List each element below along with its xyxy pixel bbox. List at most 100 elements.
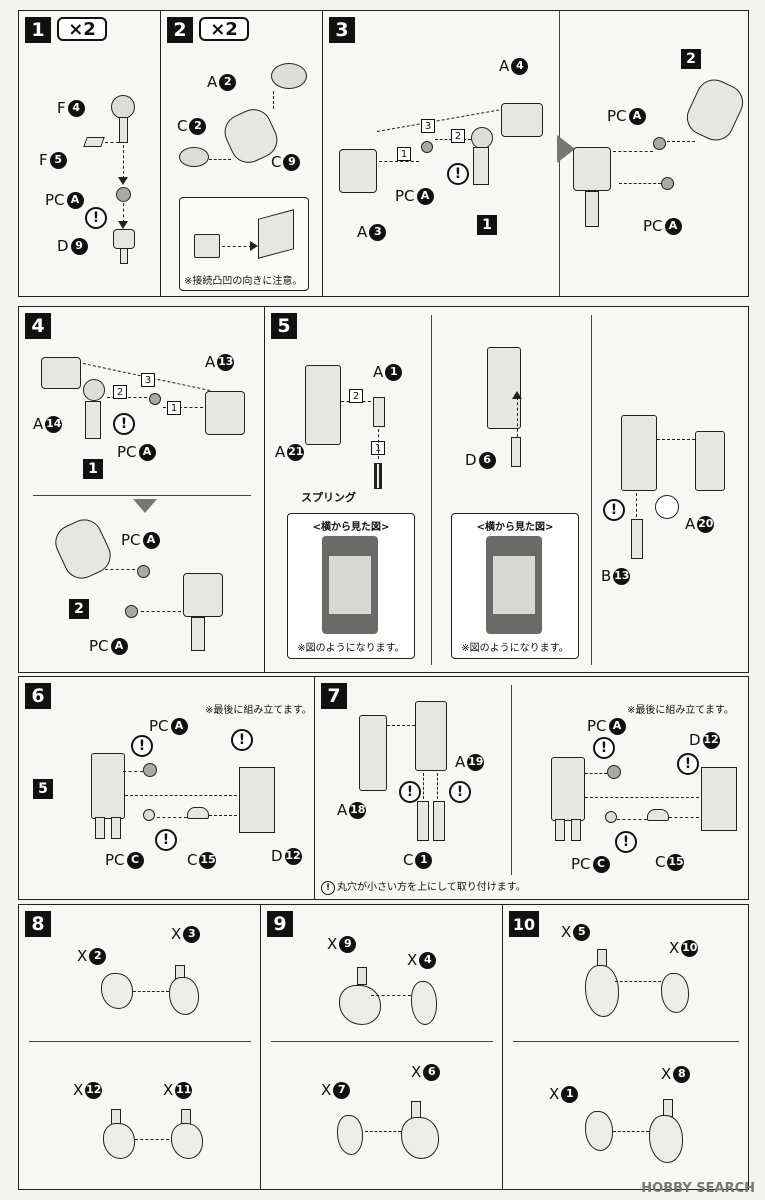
cylinder-part [680, 73, 750, 147]
order-number: 2 [451, 129, 465, 143]
detail-box: ※接続凸凹の向きに注意。 [179, 197, 309, 291]
step-number: 4 [25, 313, 51, 339]
side-view-caption: ※図のようになります。 [461, 643, 569, 654]
joint-part [473, 147, 489, 185]
step-number: 2 [167, 17, 193, 43]
spring-part [374, 463, 382, 489]
hand-part [585, 965, 619, 1017]
housing-part [487, 347, 521, 429]
step-number: 5 [271, 313, 297, 339]
cover-part [695, 431, 725, 491]
reference-step: 1 [83, 459, 103, 479]
housing-part [551, 757, 585, 821]
cap-ring-part [271, 63, 307, 89]
side-view-title: <横から見た図> [476, 522, 554, 533]
small-tab-part [83, 137, 105, 147]
joint-part [585, 191, 599, 227]
note-text: ※最後に組み立てます。 [205, 705, 312, 716]
housing-part [359, 715, 387, 791]
peg-part [555, 819, 565, 841]
pc-part [605, 811, 617, 823]
housing-part [91, 753, 125, 819]
order-number: 2 [349, 389, 363, 403]
motor-block-part [339, 149, 377, 193]
flow-arrow [557, 135, 575, 163]
pin-part [511, 437, 521, 467]
warning-icon: ! [603, 499, 625, 521]
cover-part [239, 767, 275, 833]
side-view-title: <横から見た図> [312, 522, 390, 533]
order-number: 1 [397, 147, 411, 161]
joint-part [191, 617, 205, 651]
order-number: 1 [167, 401, 181, 415]
detail-circle [655, 495, 679, 519]
housing-part [621, 415, 657, 491]
warning-icon: ! [231, 729, 253, 751]
peg-part [95, 817, 105, 839]
hand-part [585, 1111, 613, 1151]
peg-part [571, 819, 581, 841]
step-number: 8 [25, 911, 51, 937]
motor-block-part [573, 147, 611, 191]
watermark: HOBBY SEARCH [641, 1181, 755, 1196]
pc-part [125, 605, 138, 618]
pc-part [143, 763, 157, 777]
joint-part [85, 401, 101, 439]
flow-arrow [133, 499, 157, 513]
hand-part [103, 1123, 135, 1159]
clip-part [187, 807, 209, 819]
hand-part [649, 1115, 683, 1163]
step-number: 1 [25, 17, 51, 43]
quantity-multiplier: ×2 [57, 17, 107, 41]
warning-icon: ! [131, 735, 153, 757]
housing-part [415, 701, 447, 771]
rod-part [631, 519, 643, 559]
side-view-box: <横から見た図> ※図のようになります。 [287, 513, 415, 659]
warning-icon: ! [593, 737, 615, 759]
socket-block-part [501, 103, 543, 137]
step-number: 10 [509, 911, 539, 937]
socket-part [113, 229, 135, 249]
pc-part [143, 809, 155, 821]
ball-joint-part [83, 379, 105, 401]
warning-icon: ! [155, 829, 177, 851]
bracket-part [194, 234, 220, 258]
motor-block-part [183, 573, 223, 617]
latch-part [373, 397, 385, 427]
pc-part [607, 765, 621, 779]
panel-part [258, 209, 294, 259]
warning-icon: ! [399, 781, 421, 803]
hand-part [339, 985, 381, 1025]
pc-part [653, 137, 666, 150]
rod-part [433, 801, 445, 841]
pc-part [116, 187, 131, 202]
pc-part [661, 177, 674, 190]
reference-step: 5 [33, 779, 53, 799]
pc-part [421, 141, 433, 153]
